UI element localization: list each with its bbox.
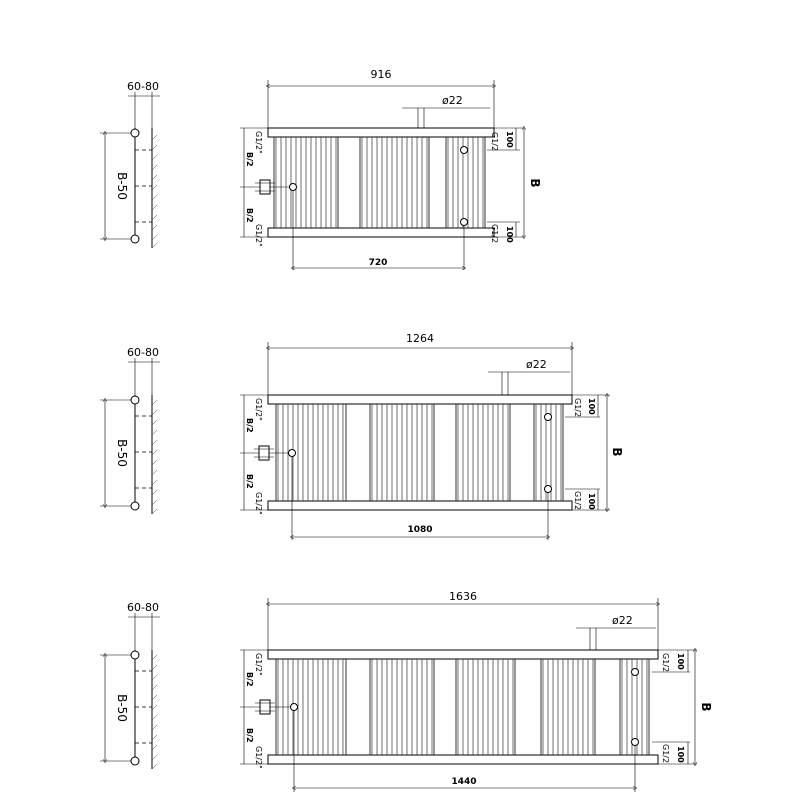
side-view-3: 60-80 B-50 [100, 601, 160, 770]
depth-label-2: 60-80 [127, 346, 159, 359]
pipe-label-1: ø22 [442, 94, 463, 107]
thread-bottom-left-2: G1/2" [254, 492, 263, 515]
thread-top-right-2: G1/2 [573, 398, 582, 417]
half-bottom-3: B/2 [245, 728, 254, 743]
offset-top-3: 100 [676, 653, 685, 670]
wall-bracket-1 [259, 179, 271, 195]
thread-top-right-3: G1/2 [661, 653, 670, 672]
pipe-label-2: ø22 [526, 358, 547, 371]
wall-bracket-2 [258, 445, 270, 461]
side-view-1: 60-80 B-50 [100, 80, 160, 249]
offset-bottom-1: 100 [505, 226, 514, 243]
thread-top-right-1: G1/2 [490, 132, 499, 151]
centers-label-2: 1080 [407, 525, 432, 535]
thread-bottom-left-1: G1/2" [254, 224, 263, 247]
top-rail-3 [267, 649, 659, 660]
thread-top-left-3: G1/2" [254, 653, 263, 676]
bracket-top-2 [130, 395, 140, 405]
height-label-3: B [699, 702, 713, 711]
pipe-label-3: ø22 [612, 614, 633, 627]
variant-2: 60-80 B-50 1264 ø22 [100, 332, 624, 540]
bars-3 [275, 659, 650, 755]
half-top-2: B/2 [245, 418, 254, 433]
half-bottom-2: B/2 [245, 474, 254, 489]
wall-hatch-2 [151, 399, 158, 515]
thread-top-left-2: G1/2" [254, 398, 263, 421]
side-height-label-3: B-50 [115, 694, 129, 722]
bracket-top-1 [130, 128, 140, 138]
side-view-2: 60-80 B-50 [100, 346, 160, 515]
valve-side-1 [289, 183, 297, 191]
bottom-rail-2 [267, 500, 573, 511]
valve-top-2 [544, 413, 552, 421]
valve-bottom-1 [460, 218, 468, 226]
front-view-3: 1636 ø22 G [240, 590, 713, 792]
centers-label-1: 720 [369, 258, 388, 268]
side-height-label-2: B-50 [115, 439, 129, 467]
offset-bottom-2: 100 [587, 493, 596, 510]
wall-hatch-3 [151, 654, 158, 770]
bracket-bottom-1 [130, 234, 140, 244]
height-label-2: B [610, 447, 624, 456]
centers-label-3: 1440 [451, 777, 476, 787]
half-top-3: B/2 [245, 672, 254, 687]
bracket-bottom-2 [130, 501, 140, 511]
width-label-2: 1264 [406, 332, 434, 345]
thread-bottom-right-2: G1/2 [573, 491, 582, 510]
valve-side-2 [288, 449, 296, 457]
width-label-3: 1636 [449, 590, 477, 603]
top-rail-2 [267, 394, 573, 405]
height-label-1: B [528, 178, 542, 187]
thread-top-left-1: G1/2" [254, 131, 263, 154]
bracket-top-3 [130, 650, 140, 660]
variant-3: 60-80 B-50 1636 ø22 [100, 590, 713, 792]
bars-2 [275, 404, 564, 501]
wall-bracket-3 [259, 699, 271, 715]
offset-top-1: 100 [505, 131, 514, 148]
variant-1: 60-80 B-50 916 ø [100, 68, 542, 270]
thread-bottom-right-3: G1/2 [661, 744, 670, 763]
half-bottom-1: B/2 [245, 208, 254, 223]
top-rail-1 [267, 127, 495, 138]
width-label-1: 916 [371, 68, 392, 81]
valve-top-3 [631, 668, 639, 676]
thread-bottom-right-1: G1/2 [490, 224, 499, 243]
depth-label-3: 60-80 [127, 601, 159, 614]
half-top-1: B/2 [245, 152, 254, 167]
bracket-bottom-3 [130, 756, 140, 766]
depth-label-1: 60-80 [127, 80, 159, 93]
offset-top-2: 100 [587, 398, 596, 415]
side-height-label-1: B-50 [115, 172, 129, 200]
bars-1 [273, 137, 486, 228]
bottom-rail-1 [267, 227, 495, 238]
thread-bottom-left-3: G1/2" [254, 746, 263, 769]
wall-hatch-1 [151, 134, 158, 249]
front-view-2: 1264 ø22 G1/2" [240, 332, 624, 540]
valve-side-3 [290, 703, 298, 711]
valve-bottom-3 [631, 738, 639, 746]
valve-top-1 [460, 146, 468, 154]
valve-bottom-2 [544, 485, 552, 493]
front-view-1: 916 ø22 [240, 68, 542, 270]
bottom-rail-3 [267, 754, 659, 765]
offset-bottom-3: 100 [676, 746, 685, 763]
